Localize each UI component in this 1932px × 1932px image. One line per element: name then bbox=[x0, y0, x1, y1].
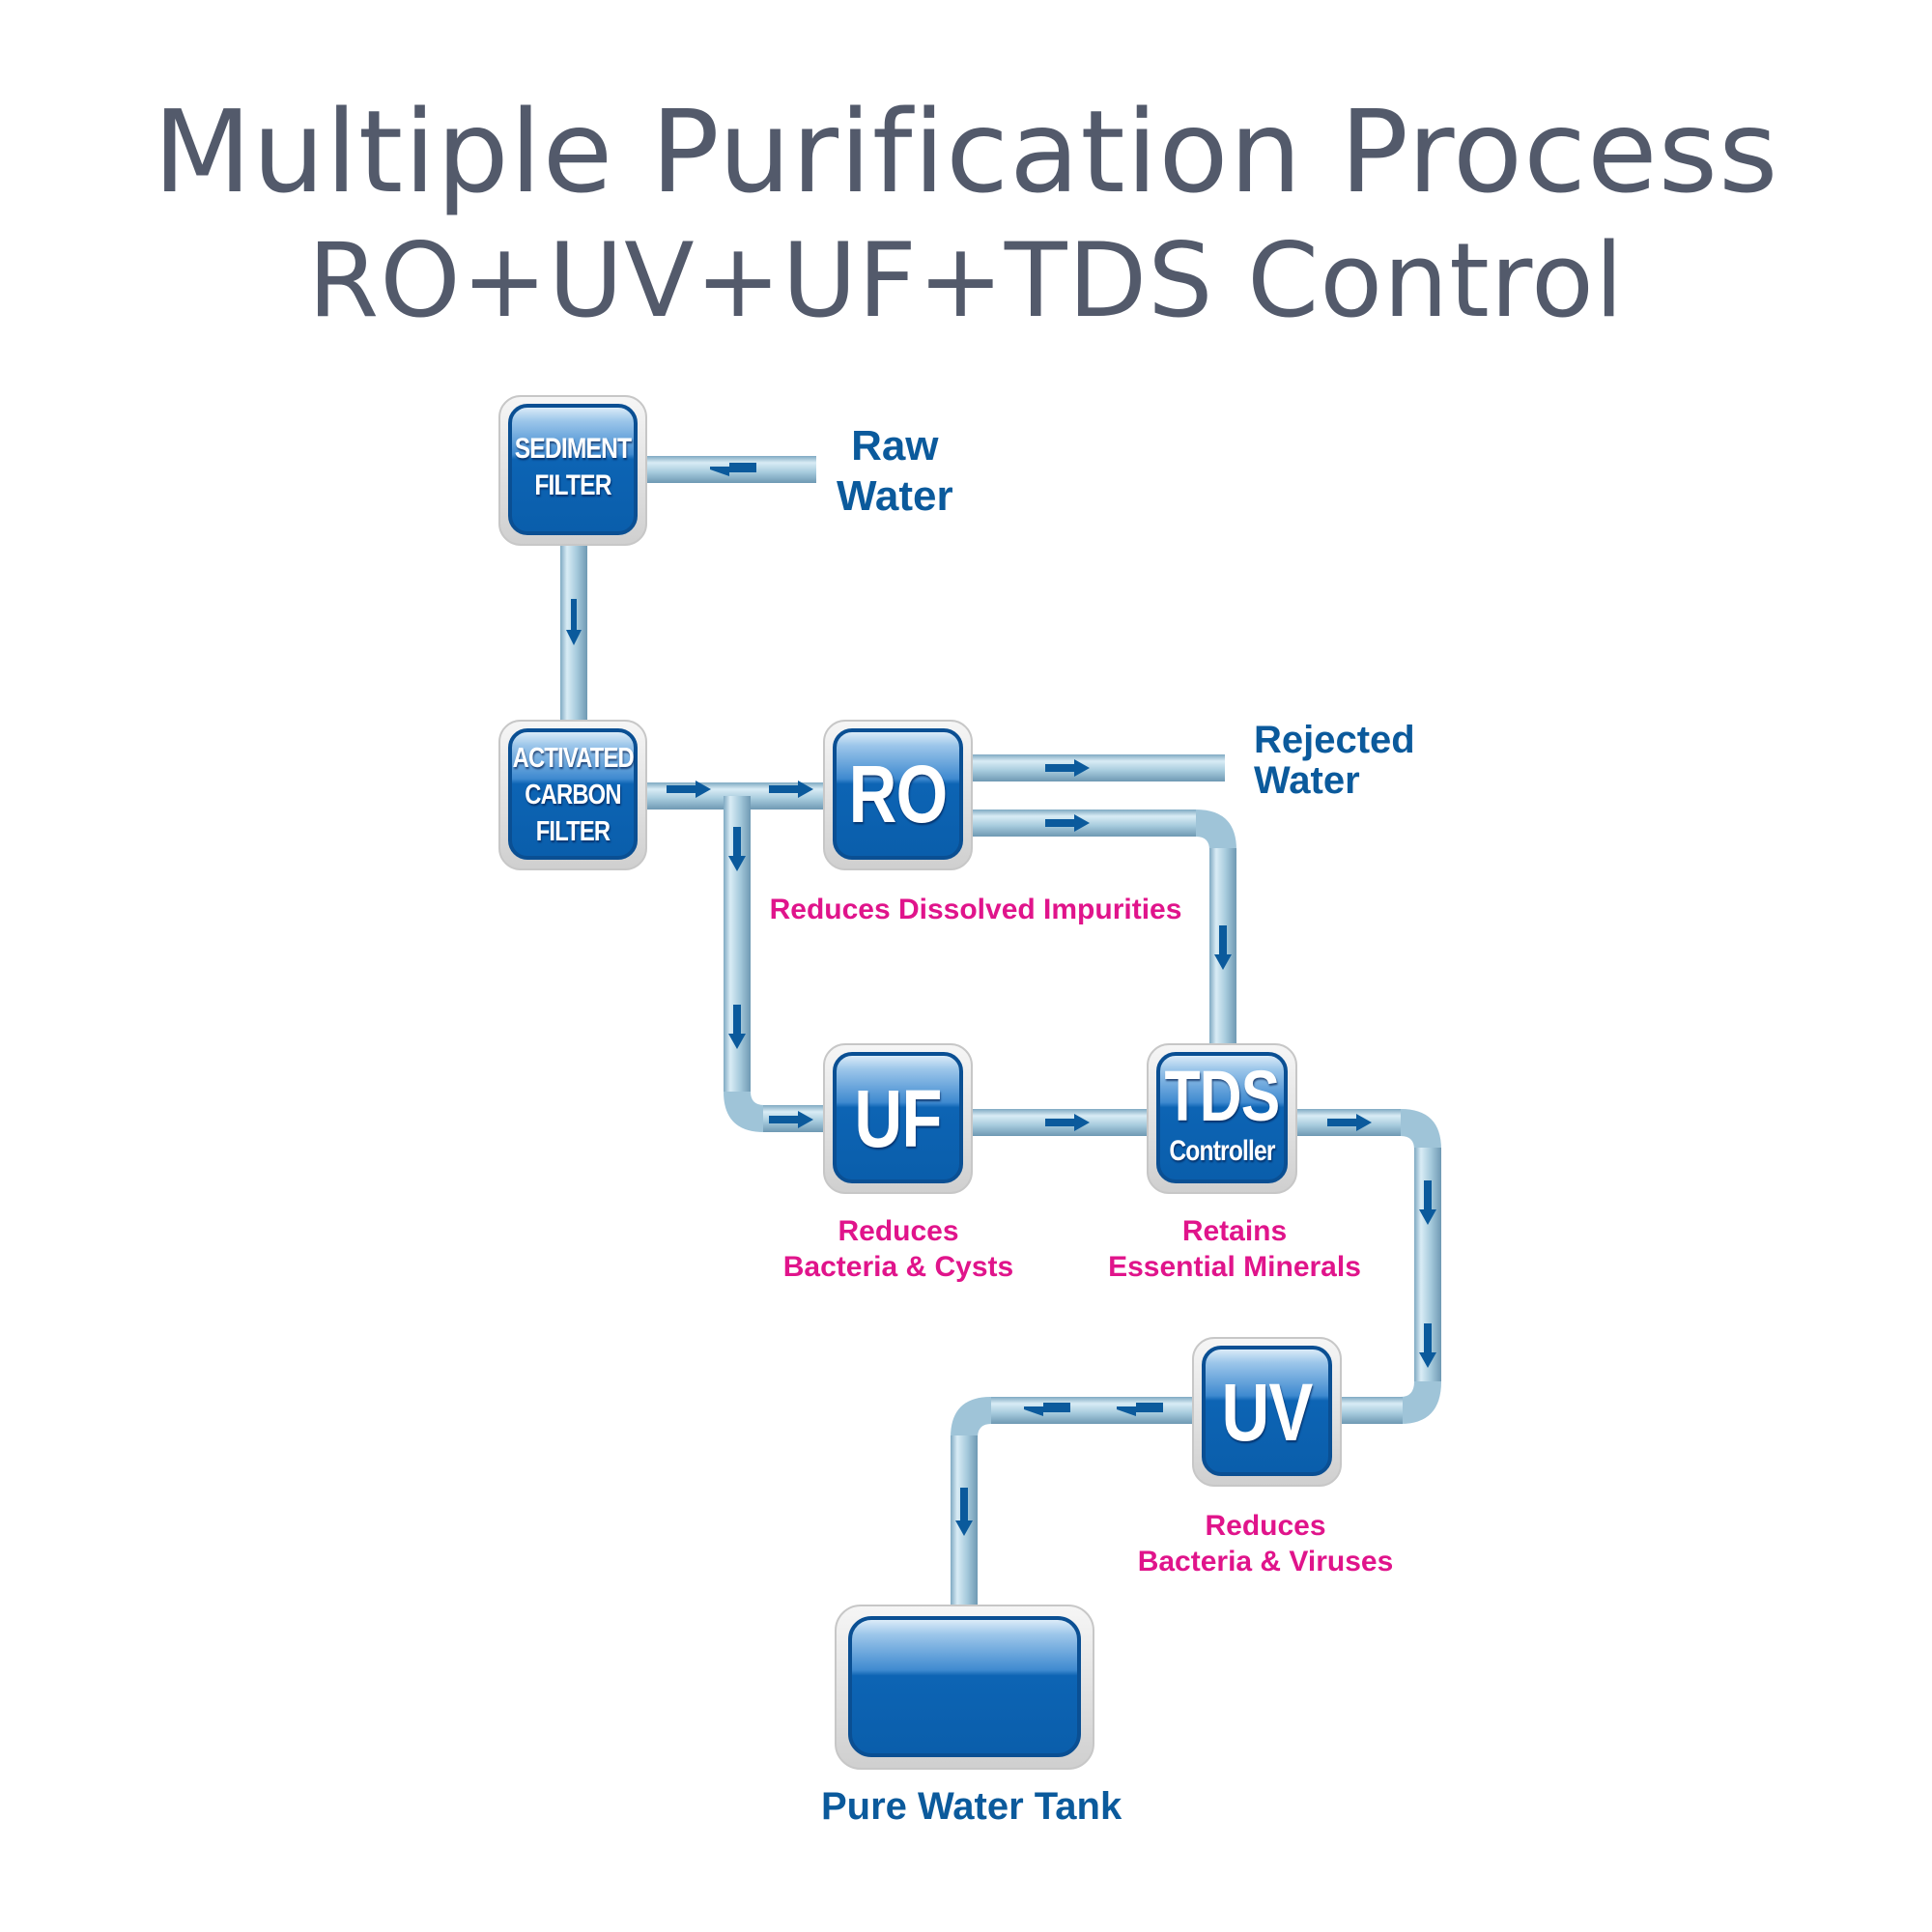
raw-water-line-1: Raw bbox=[851, 422, 939, 469]
tds-description-line-1: Retains bbox=[1181, 1215, 1288, 1247]
arrow-left-icon bbox=[1117, 1403, 1163, 1416]
arrow-down-icon bbox=[1214, 925, 1232, 970]
pipe-elbow-to-uf bbox=[724, 1092, 764, 1132]
rejected-water-line-1: Rejected bbox=[1254, 719, 1415, 761]
pipe-to-uv-horizontal bbox=[1341, 1397, 1403, 1424]
sediment-line-2: FILTER bbox=[534, 469, 611, 501]
uv-description-line-2: Bacteria & Viruses bbox=[1137, 1546, 1394, 1577]
arrow-right-icon bbox=[1045, 1114, 1090, 1131]
pipe-elbow-tds-uv-top bbox=[1401, 1109, 1441, 1150]
tds-sublabel: Controller bbox=[1169, 1135, 1275, 1167]
arrow-right-icon bbox=[1045, 759, 1090, 777]
arrow-down-icon bbox=[566, 599, 582, 645]
arrow-right-icon bbox=[1327, 1114, 1372, 1131]
pipe-elbow-tds-uv-bottom bbox=[1401, 1381, 1441, 1424]
uv-label: UV bbox=[1221, 1367, 1313, 1458]
arrow-down-icon bbox=[955, 1488, 973, 1536]
pipe-elbow-ro-tds bbox=[1196, 810, 1236, 850]
arrow-right-icon bbox=[769, 781, 813, 798]
arrow-down-icon bbox=[1419, 1323, 1436, 1368]
arrow-down-icon bbox=[728, 827, 746, 871]
ro-box bbox=[823, 720, 973, 870]
uf-label: UF bbox=[854, 1073, 942, 1164]
arrow-down-icon bbox=[1419, 1180, 1436, 1225]
pipe-ro-to-rejected bbox=[972, 754, 1225, 781]
uv-box bbox=[1192, 1337, 1342, 1487]
rejected-water-line-2: Water bbox=[1254, 759, 1360, 802]
arrow-right-icon bbox=[1045, 814, 1090, 832]
sediment-filter-box bbox=[498, 395, 647, 546]
arrow-down-icon bbox=[728, 1005, 746, 1049]
uf-description-line-1: Reduces bbox=[838, 1215, 959, 1247]
uv-description: Reduces Bacteria & Viruses bbox=[1121, 1508, 1410, 1579]
carbon-filter-label: ACTIVATED CARBON FILTER bbox=[512, 740, 635, 850]
rejected-water-label: Rejected Water bbox=[1254, 720, 1415, 801]
raw-water-line-2: Water bbox=[837, 472, 953, 520]
raw-water-label: Raw Water bbox=[837, 421, 953, 522]
flow-arrows bbox=[566, 463, 1436, 1536]
tds-label: TDS Controller bbox=[1161, 1059, 1283, 1169]
tds-description-line-2: Essential Minerals bbox=[1108, 1251, 1361, 1283]
carbon-line-3: FILTER bbox=[535, 816, 611, 847]
arrow-right-icon bbox=[769, 1111, 813, 1128]
uv-description-line-1: Reduces bbox=[1205, 1510, 1326, 1542]
carbon-line-1: ACTIVATED bbox=[512, 743, 635, 774]
pipe-elbow-uv-tank bbox=[951, 1397, 991, 1437]
uf-description-line-2: Bacteria & Cysts bbox=[782, 1251, 1014, 1283]
uf-box bbox=[823, 1043, 973, 1194]
ro-label: RO bbox=[848, 749, 948, 839]
arrow-right-icon bbox=[667, 781, 711, 798]
activated-carbon-filter-box bbox=[498, 720, 647, 870]
uf-description: Reduces Bacteria & Cysts bbox=[753, 1213, 1043, 1285]
title-line-2: RO+UV+UF+TDS Control bbox=[307, 221, 1625, 340]
tds-main-label: TDS bbox=[1164, 1056, 1281, 1136]
carbon-line-2: CARBON bbox=[525, 780, 621, 810]
pure-water-tank-label: Pure Water Tank bbox=[821, 1785, 1122, 1828]
pure-water-tank bbox=[835, 1605, 1094, 1770]
sediment-line-1: SEDIMENT bbox=[514, 433, 632, 465]
ro-description: Reduces Dissolved Impurities bbox=[769, 894, 1182, 925]
sediment-filter-label: SEDIMENT FILTER bbox=[513, 431, 634, 504]
arrow-left-icon bbox=[1024, 1403, 1070, 1416]
tds-controller-box bbox=[1147, 1043, 1297, 1194]
arrow-left-icon bbox=[710, 463, 756, 476]
tds-description: Retains Essential Minerals bbox=[1090, 1213, 1379, 1285]
title-line-1: Multiple Purification Process bbox=[153, 85, 1779, 218]
